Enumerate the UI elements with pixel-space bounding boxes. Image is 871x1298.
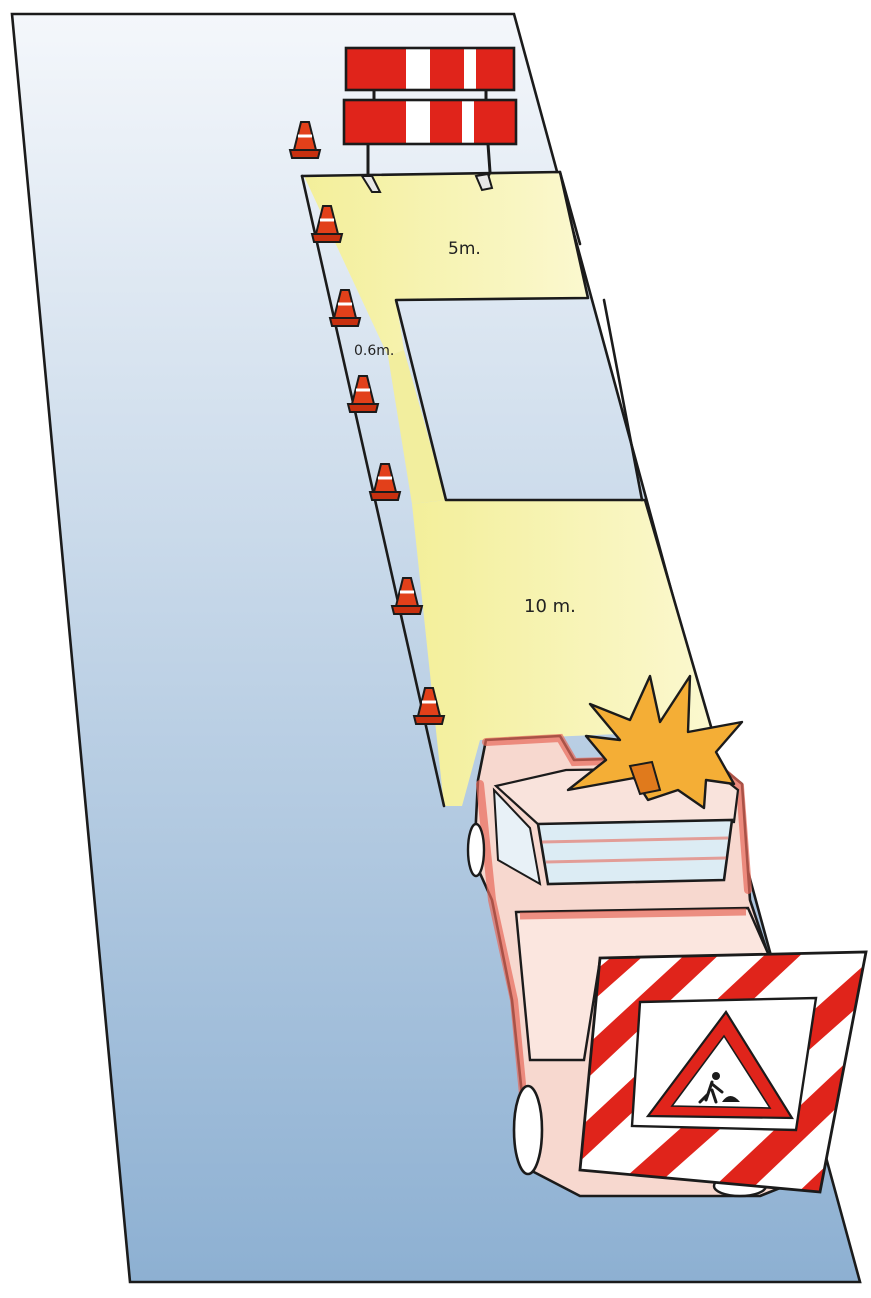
road-inner-line [558,170,644,502]
beacon-flash [566,674,744,810]
traffic-cone-icon [368,463,402,501]
traffic-cone-icon [288,121,322,159]
traffic-cone-icon [310,205,344,243]
work-zone-middle [388,350,446,504]
top-zone-label: 5m. [448,239,481,259]
work-zone-top [304,172,588,356]
side-gap-label: 0.6m. [354,343,394,359]
traffic-cone-icon [412,687,446,725]
roadwork-warning-sign-icon [578,950,868,1194]
traffic-cone-icon [390,577,424,615]
road-barrier-icon [342,46,518,193]
cone-row [288,121,446,725]
truck-windshield [536,818,734,886]
traffic-cone-icon [346,375,380,413]
traffic-cone-icon [328,289,362,327]
bottom-zone-label: 10 m. [524,596,576,617]
flashing-beacon-icon [566,674,744,810]
truck-rear-wheel [512,1084,544,1176]
